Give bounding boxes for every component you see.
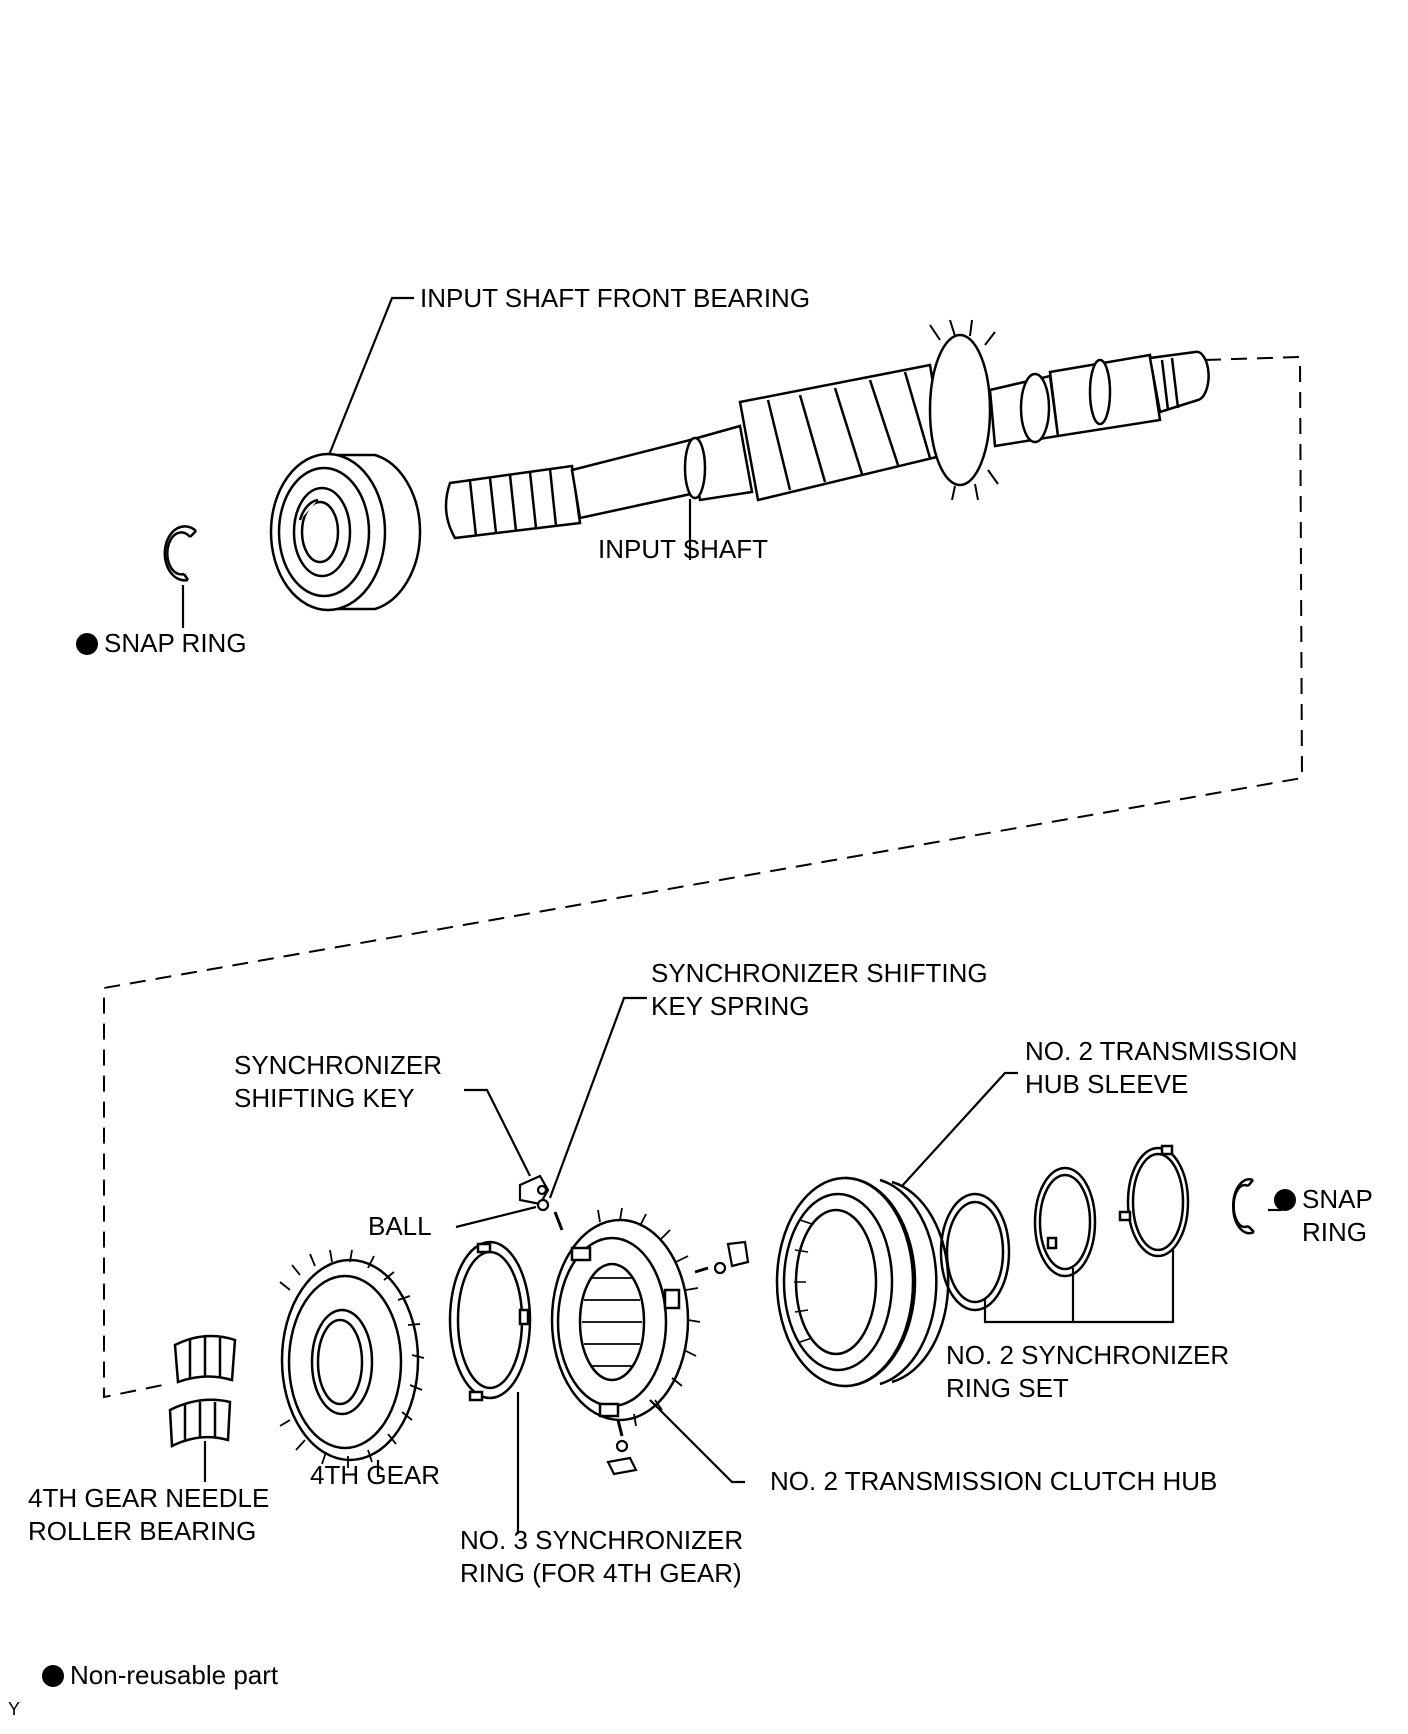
label-snap-ring-top: SNAP RING — [76, 627, 247, 660]
label-ring-set-1: NO. 2 SYNCHRONIZER — [946, 1340, 1230, 1370]
fourth-gear-part — [279, 1249, 425, 1468]
label-snap-ring-right-text-1: SNAP — [1302, 1184, 1373, 1214]
label-sync-shifting-key-spring-2: KEY SPRING — [651, 991, 810, 1021]
label-hub-sleeve-1: NO. 2 TRANSMISSION — [1025, 1036, 1298, 1066]
filled-circle-icon — [42, 1665, 64, 1687]
input-shaft-part — [444, 319, 1210, 540]
non-reusable-icon — [76, 633, 98, 655]
no2-hub-sleeve-part — [775, 1176, 950, 1388]
label-ring-set-2: RING SET — [946, 1373, 1069, 1403]
input-shaft-front-bearing-part — [269, 452, 422, 612]
label-ball: BALL — [368, 1211, 432, 1241]
label-snap-ring-top-text: SNAP RING — [104, 628, 247, 658]
label-snap-ring-right-2: RING — [1302, 1217, 1367, 1247]
needle-roller-bearing-part — [168, 1334, 237, 1448]
label-snap-ring-right-1: SNAP — [1274, 1183, 1373, 1216]
non-reusable-icon — [1274, 1189, 1296, 1211]
leader-lines — [181, 296, 1282, 1534]
snap-ring-right-part — [1231, 1178, 1255, 1235]
legend-text: Non-reusable part — [70, 1660, 279, 1690]
no3-synchronizer-ring-part — [448, 1240, 532, 1402]
assembly-dashed-line — [103, 355, 1304, 1399]
label-input-shaft-front-bearing: INPUT SHAFT FRONT BEARING — [420, 283, 811, 313]
label-no3-sync-ring-2: RING (FOR 4TH GEAR) — [460, 1558, 742, 1588]
no2-clutch-hub-part — [550, 1207, 701, 1427]
label-input-shaft: INPUT SHAFT — [598, 534, 768, 564]
snap-ring-top-part — [163, 525, 197, 582]
label-sync-shifting-key-spring-1: SYNCHRONIZER SHIFTING — [651, 958, 988, 988]
no2-synchronizer-ring-set-part — [939, 1144, 1190, 1312]
label-sync-shifting-key-2: SHIFTING KEY — [234, 1083, 415, 1113]
label-fourth-gear: 4TH GEAR — [310, 1460, 441, 1490]
label-sync-shifting-key-1: SYNCHRONIZER — [234, 1050, 443, 1080]
label-hub-sleeve-2: HUB SLEEVE — [1025, 1069, 1189, 1099]
label-needle-bearing-2: ROLLER BEARING — [28, 1516, 257, 1546]
shifting-key-parts — [518, 1174, 750, 1476]
label-needle-bearing-1: 4TH GEAR NEEDLE — [28, 1483, 270, 1513]
legend: Non-reusable part — [42, 1659, 278, 1692]
label-clutch-hub: NO. 2 TRANSMISSION CLUTCH HUB — [770, 1466, 1218, 1496]
figure-code: Y — [8, 1699, 21, 1719]
label-no3-sync-ring-1: NO. 3 SYNCHRONIZER — [460, 1525, 744, 1555]
